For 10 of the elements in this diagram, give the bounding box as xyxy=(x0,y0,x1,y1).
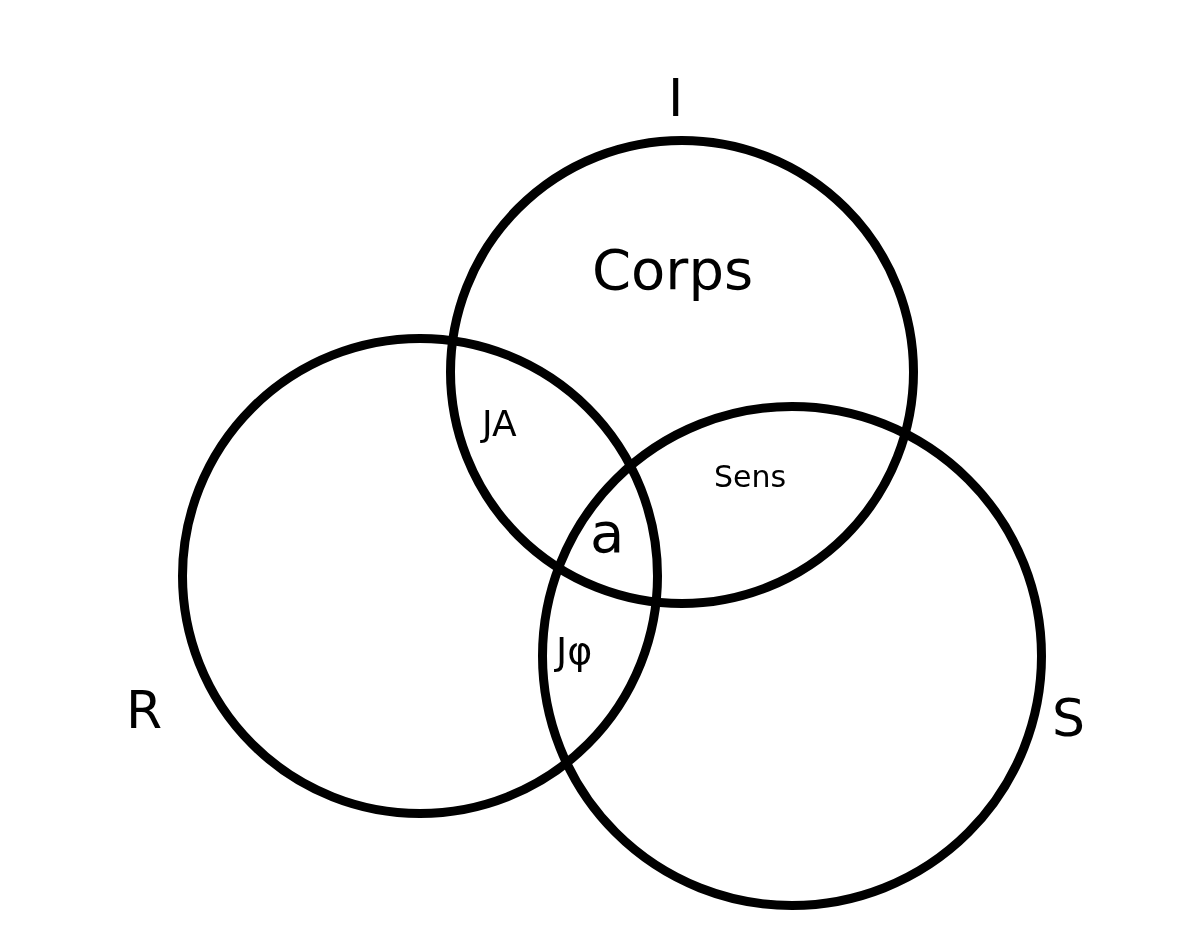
set-letter: S xyxy=(1052,692,1085,744)
region-label: JA xyxy=(482,406,517,442)
circle-outline xyxy=(178,334,662,818)
region-label: Sens xyxy=(714,462,787,492)
circle-outline xyxy=(538,402,1046,910)
region-label: a xyxy=(590,505,625,561)
set-letter: R xyxy=(126,684,163,736)
region-label: Jφ xyxy=(556,632,593,670)
set-letter: I xyxy=(668,72,684,124)
circle-outline xyxy=(446,136,918,608)
